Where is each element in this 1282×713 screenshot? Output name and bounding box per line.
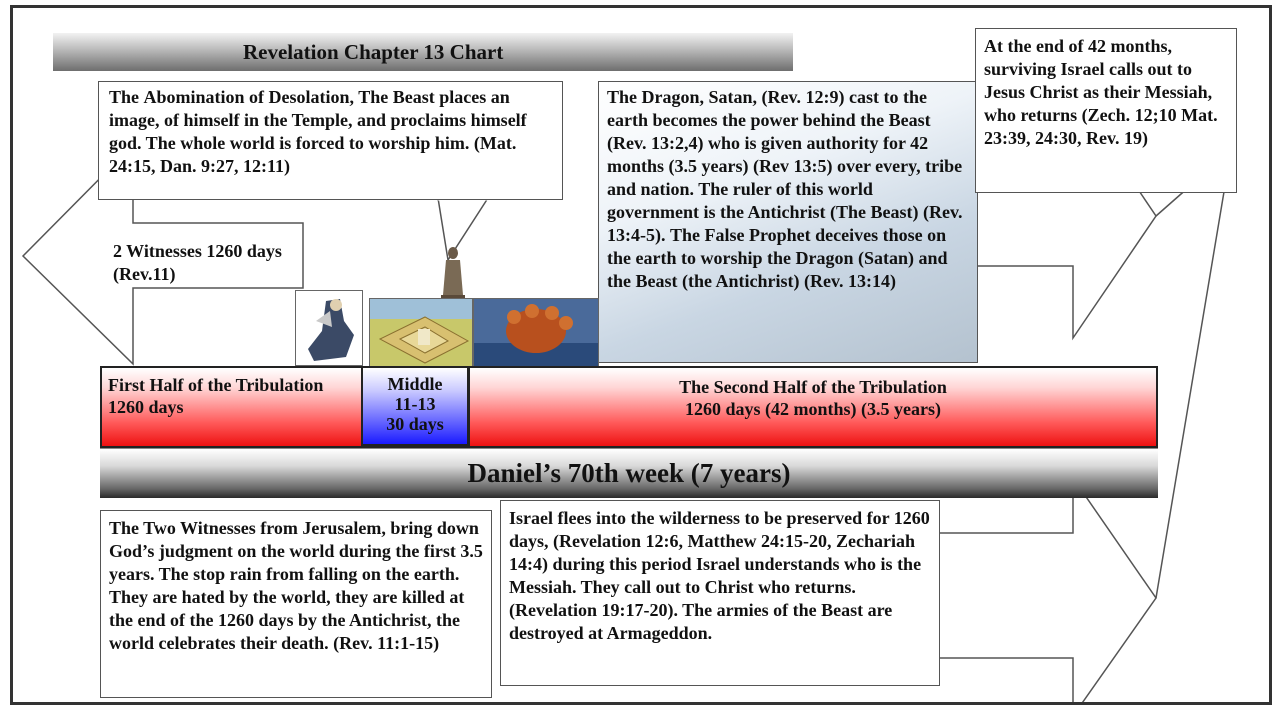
daniels-70th-week-bar: Daniel’s 70th week (7 years) — [100, 448, 1158, 498]
statue-figure-image — [441, 247, 465, 302]
end-pointer-line-2 — [1155, 149, 1232, 599]
end-of-42-months-box: At the end of 42 months, surviving Israe… — [975, 28, 1237, 193]
chart-title: Revelation Chapter 13 Chart — [53, 33, 793, 71]
israel-right-arrow — [937, 475, 1157, 702]
dragon-box: The Dragon, Satan, (Rev. 12:9) cast to t… — [598, 81, 978, 363]
two-witnesses-box: The Two Witnesses from Jerusalem, bring … — [100, 510, 492, 698]
second-half-bar: The Second Half of the Tribulation 1260 … — [468, 366, 1158, 448]
temple-image — [369, 298, 473, 368]
middle-period-box: Middle 11-13 30 days — [361, 366, 469, 446]
abomination-box: The Abomination of Desolation, The Beast… — [98, 81, 563, 200]
witness-figure-image — [295, 290, 363, 366]
witnesses-arrow-label: 2 Witnesses 1260 days (Rev.11) — [113, 241, 282, 284]
israel-flees-box: Israel flees into the wilderness to be p… — [500, 500, 940, 686]
second-half-title: The Second Half of the Tribulation — [679, 377, 947, 397]
beast-image — [473, 298, 599, 368]
second-half-duration: 1260 days (42 months) (3.5 years) — [685, 399, 941, 419]
middle-label: Middle — [387, 374, 443, 394]
middle-days: 30 days — [386, 414, 444, 434]
middle-chapters: 11-13 — [394, 394, 436, 414]
chart-frame: Revelation Chapter 13 Chart The Abominat… — [10, 5, 1272, 705]
